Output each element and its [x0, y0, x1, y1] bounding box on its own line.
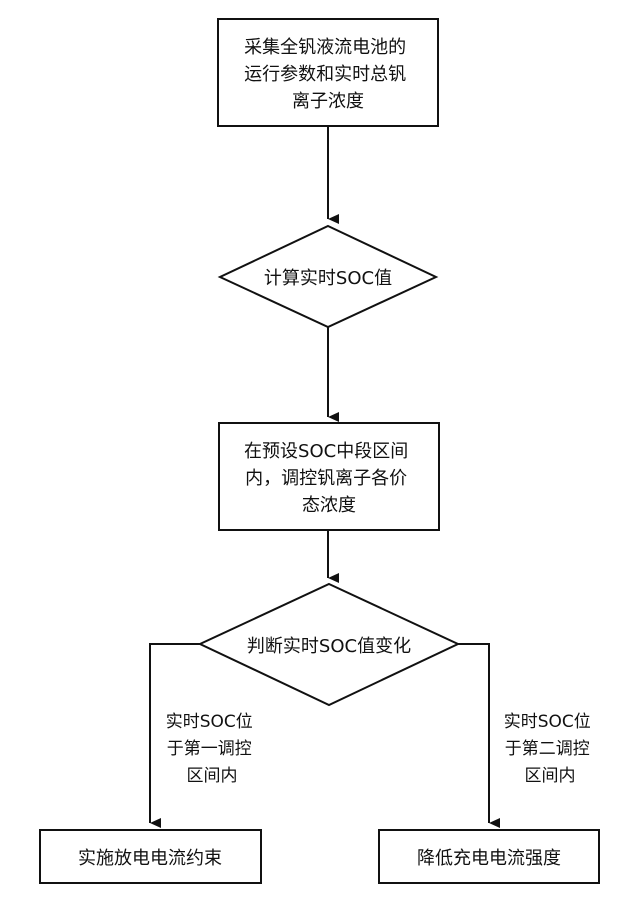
step-collect-line-3: 离子浓度 [292, 91, 364, 112]
branch-right-line-1: 实时SOC位 [504, 712, 591, 732]
result-right-text: 降低充电电流强度 [417, 848, 561, 869]
step-regulate-node: 在预设SOC中段区间 内，调控钒离子各价 态浓度 [219, 423, 439, 530]
result-right-line-1: 降低充电电流强度 [417, 848, 561, 869]
branch-left-line-2: 于第一调控 [167, 739, 252, 759]
decision-judge-text: 判断实时SOC值变化 [247, 636, 411, 657]
branch-left-line-3: 区间内 [187, 766, 238, 786]
branch-right-label: 实时SOC位 于第二调控 区间内 [504, 712, 596, 786]
branch-left-label: 实时SOC位 于第一调控 区间内 [166, 712, 258, 786]
branch-left-line-1: 实时SOC位 [166, 712, 253, 732]
step-collect-node: 采集全钒液流电池的 运行参数和实时总钒 离子浓度 [218, 19, 438, 126]
result-left-node: 实施放电电流约束 [40, 830, 261, 883]
branch-right-line-2: 于第二调控 [505, 739, 590, 759]
decision-judge-line-1: 判断实时SOC值变化 [247, 636, 411, 657]
arrow-judge-to-right-result [458, 644, 489, 823]
result-left-text: 实施放电电流约束 [78, 848, 222, 869]
arrow-judge-to-left-result [150, 644, 200, 823]
step-regulate-line-2: 内，调控钒离子各价 [245, 468, 407, 489]
branch-right-line-3: 区间内 [525, 766, 576, 786]
step-collect-line-1: 采集全钒液流电池的 [244, 37, 406, 58]
step-compute-node: 计算实时SOC值 [220, 226, 436, 327]
step-compute-text: 计算实时SOC值 [264, 268, 392, 289]
result-right-node: 降低充电电流强度 [379, 830, 599, 883]
result-left-line-1: 实施放电电流约束 [78, 848, 222, 869]
step-compute-line-1: 计算实时SOC值 [264, 268, 392, 289]
decision-judge-node: 判断实时SOC值变化 [200, 584, 458, 705]
step-regulate-line-3: 态浓度 [302, 495, 356, 516]
step-collect-line-2: 运行参数和实时总钒 [244, 64, 406, 85]
step-regulate-line-1: 在预设SOC中段区间 [244, 441, 408, 462]
